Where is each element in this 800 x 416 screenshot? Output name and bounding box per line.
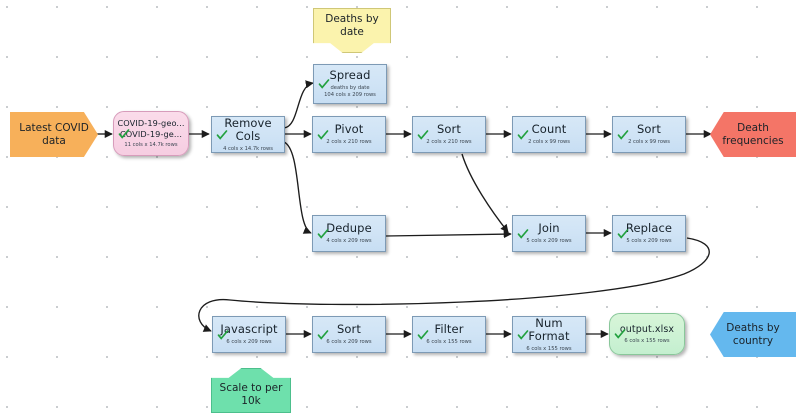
edge-dedupe-to-join [385,230,512,239]
step-title: Join [538,221,560,235]
step-node-sort-2[interactable]: Sort 2 cols x 99 rows [612,116,686,153]
endpoint-death-frequencies[interactable]: Death frequencies [710,112,796,157]
step-node-javascript[interactable]: Javascript 6 cols x 209 rows [212,316,286,353]
edge-removecols-to-spread [283,80,314,129]
step-title: Num Format [528,315,570,343]
step-stats: 2 cols x 210 rows [326,139,372,145]
step-stats: 6 cols x 209 rows [226,339,272,345]
step-title: Sort [637,122,661,136]
note-scale-to-per-10k[interactable]: Scale to per 10k [211,368,291,413]
edge-removecols-to-dedupe [283,141,312,234]
step-title: Javascript [220,322,278,336]
step-stats: 6 cols x 155 rows [426,339,472,345]
step-stats: 2 cols x 99 rows [628,139,670,145]
step-title: Filter [434,322,464,336]
file-input-stats: 11 cols x 14.7k rows [124,142,178,148]
check-icon [318,79,330,89]
step-node-sort-3[interactable]: Sort 6 cols x 209 rows [312,316,386,353]
step-title: Dedupe [326,221,372,235]
edge-sort1-to-join [461,153,509,233]
step-node-pivot[interactable]: Pivot 2 cols x 210 rows [312,116,386,153]
step-stats: 2 cols x 99 rows [528,139,570,145]
step-title: Pivot [334,122,364,136]
step-note: deaths by date [330,85,370,92]
file-node-output[interactable]: output.xlsx 6 cols x 155 rows [609,313,685,355]
step-node-remove-cols[interactable]: Remove Cols 4 cols x 14.7k rows [211,116,285,153]
endpoint-deaths-by-country[interactable]: Deaths by country [710,312,796,357]
note-deaths-by-date[interactable]: Deaths by date [313,8,391,53]
step-title: Replace [625,221,673,235]
step-title: Sort [337,322,361,336]
step-node-sort-1[interactable]: Sort 2 cols x 210 rows [412,116,486,153]
step-title: Count [531,122,567,136]
file-input-title-line1: COVID-19-geo... [117,118,185,128]
step-stats: 2 cols x 210 rows [426,139,472,145]
step-stats: 104 cols x 209 rows [324,92,376,99]
step-node-replace[interactable]: Replace 5 cols x 209 rows [612,215,686,252]
file-input-title-line2: COVID-19-ge... [119,128,183,139]
step-node-join[interactable]: Join 5 cols x 209 rows [512,215,586,252]
step-node-spread[interactable]: Spread deaths by date 104 cols x 209 row… [313,64,387,104]
endpoint-latest-covid-data[interactable]: Latest COVID data [10,112,98,157]
step-node-filter[interactable]: Filter 6 cols x 155 rows [412,316,486,353]
step-title: Sort [437,122,461,136]
step-title: Spread [329,68,371,83]
step-node-dedupe[interactable]: Dedupe 4 cols x 209 rows [312,215,386,252]
step-stats: 4 cols x 14.7k rows [223,145,273,152]
step-stats: 6 cols x 155 rows [526,345,572,352]
step-title: Remove Cols [224,115,272,143]
file-output-title: output.xlsx [619,323,675,335]
step-node-count[interactable]: Count 2 cols x 99 rows [512,116,586,153]
step-node-num-format[interactable]: Num Format 6 cols x 155 rows [512,316,586,353]
step-stats: 4 cols x 209 rows [326,238,372,244]
step-stats: 5 cols x 209 rows [526,238,572,244]
file-output-stats: 6 cols x 155 rows [624,337,670,344]
step-stats: 6 cols x 209 rows [326,339,372,345]
step-stats: 5 cols x 209 rows [626,238,672,244]
file-node-input[interactable]: COVID-19-geo... COVID-19-ge... 11 cols x… [113,111,189,156]
